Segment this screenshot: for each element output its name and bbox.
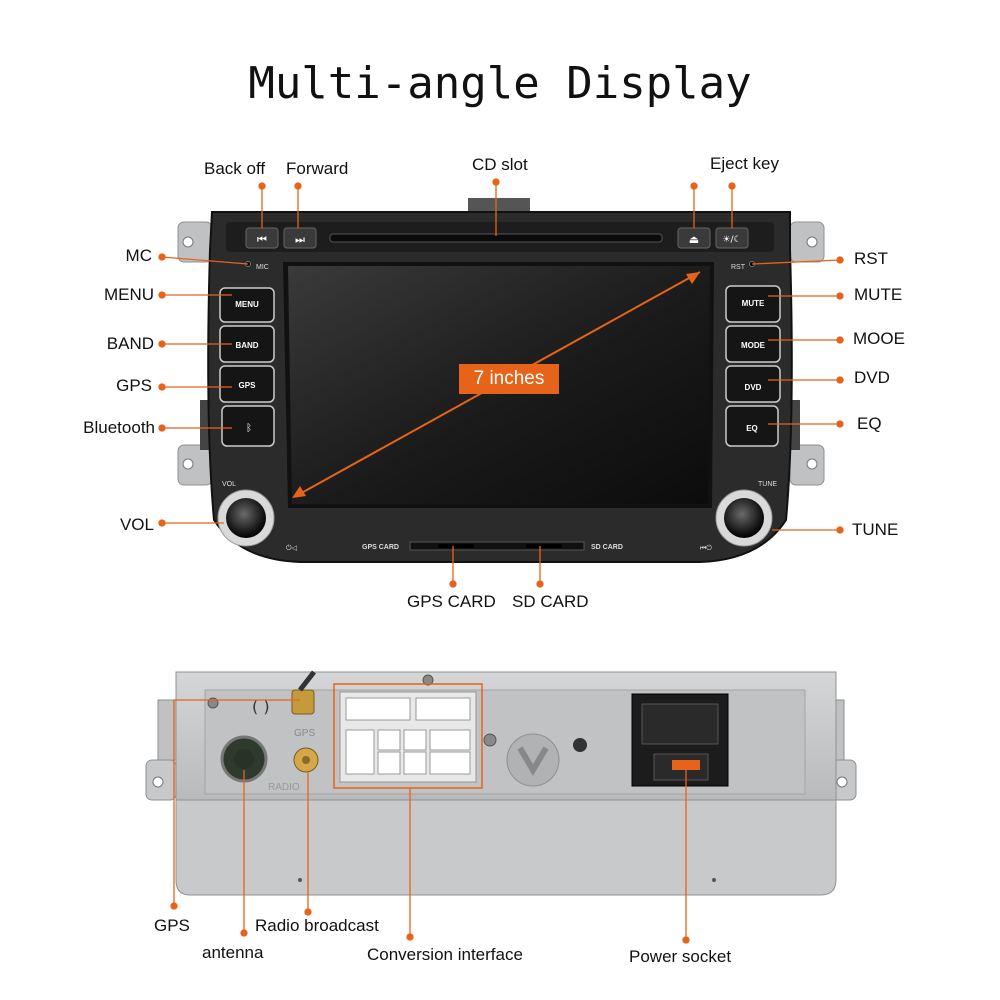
label-gps-card: GPS CARD	[407, 592, 496, 611]
forward-button[interactable]	[283, 227, 317, 249]
label-sd-card: SD CARD	[512, 592, 589, 611]
gps-button-text: GPS	[239, 381, 257, 390]
label-forward: Forward	[286, 159, 349, 178]
gps-button[interactable]	[219, 365, 275, 403]
label-bluetooth: Bluetooth	[83, 418, 155, 437]
screen-size-badge: 7 inches	[459, 364, 559, 394]
mode-button[interactable]	[725, 325, 781, 363]
skip-icon: ⏮⏻	[700, 544, 712, 552]
brightness-icon: ☀/☾	[722, 235, 741, 245]
label-gps: GPS	[116, 376, 152, 395]
vol-text: VOL	[222, 481, 236, 488]
gps-port[interactable]	[291, 689, 315, 715]
eq-button-text: EQ	[746, 424, 758, 433]
power-fuse	[672, 760, 700, 770]
label-mute: MUTE	[854, 285, 903, 304]
mode-button-text: MODE	[741, 341, 766, 350]
gps-card-slot[interactable]	[438, 544, 474, 548]
dvd-button-text: DVD	[745, 383, 762, 392]
label-dvd: DVD	[854, 368, 890, 387]
label-eject-key: Eject key	[710, 154, 779, 173]
label-menu: MENU	[103, 285, 154, 304]
bluetooth-button[interactable]	[221, 405, 275, 447]
label-gps-back: GPS	[154, 916, 190, 935]
back-callouts	[170, 699, 690, 944]
sd-card-text: SD CARD	[591, 544, 623, 551]
label-radio-broadcast: Radio broadcast	[255, 916, 379, 935]
label-tune: TUNE	[852, 520, 899, 539]
front-callouts	[158, 178, 844, 588]
mute-button[interactable]	[725, 285, 781, 323]
eq-button[interactable]	[725, 405, 779, 447]
vol-knob[interactable]	[226, 498, 266, 538]
tune-text: TUNE	[758, 481, 777, 488]
menu-button[interactable]	[219, 287, 275, 323]
label-rst: RST	[854, 249, 888, 268]
left-button-column: MENU BAND GPS ᛒ	[219, 287, 275, 447]
prev-icon: ⏮	[257, 233, 267, 246]
bluetooth-icon: ᛒ	[246, 423, 252, 434]
label-power-socket: Power socket	[629, 947, 732, 966]
page-title: Multi-angle Display	[248, 58, 752, 109]
label-mode: MOOE	[853, 329, 905, 348]
label-cd-slot: CD slot	[472, 155, 528, 174]
conversion-interface-highlight	[333, 683, 483, 789]
back-unit: ( ) GPS RADIO	[145, 670, 857, 896]
label-band: BAND	[106, 334, 154, 353]
label-conversion-interface: Conversion interface	[367, 945, 523, 964]
label-antenna: antenna	[202, 943, 264, 962]
next-icon: ⏭	[295, 233, 305, 246]
power-mute-icon: ⏻◁	[286, 544, 298, 552]
tune-knob[interactable]	[724, 498, 764, 538]
rst-text: RST	[731, 264, 746, 271]
label-vol: VOL	[119, 515, 154, 534]
right-button-column: MUTE MODE DVD EQ	[725, 285, 781, 447]
label-mc: MC	[125, 246, 152, 265]
label-eq: EQ	[857, 414, 882, 433]
eject-icon: ⏏	[689, 233, 699, 246]
gps-card-text: GPS CARD	[362, 544, 399, 551]
dvd-button[interactable]	[725, 365, 781, 403]
svg-text:( ): ( )	[252, 697, 270, 716]
label-back-off: Back off	[204, 159, 266, 178]
mute-button-text: MUTE	[742, 299, 765, 308]
sd-card-slot[interactable]	[526, 544, 562, 548]
mic-text: MIC	[256, 264, 269, 271]
band-button-text: BAND	[235, 341, 258, 350]
gps-port-text: GPS	[294, 728, 315, 739]
radio-port-text: RADIO	[268, 782, 300, 793]
menu-button-text: MENU	[235, 300, 259, 309]
